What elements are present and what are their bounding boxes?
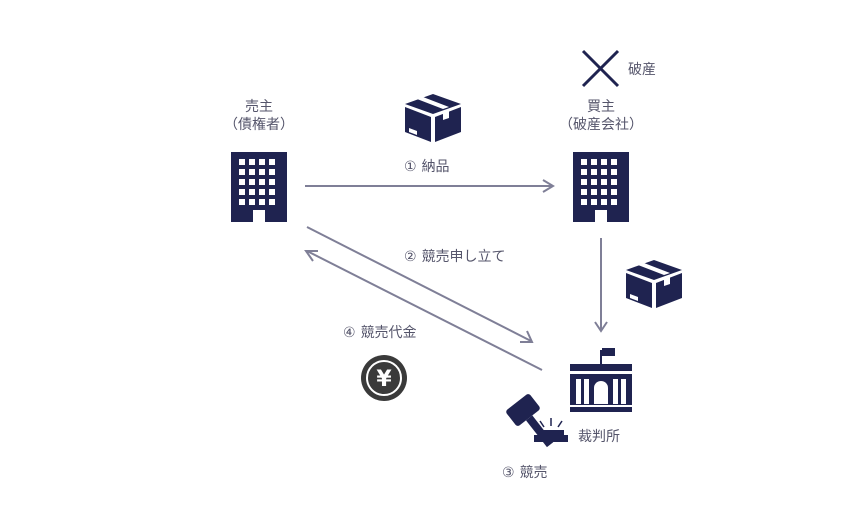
package-box-icon bbox=[405, 94, 461, 142]
buyer-role: （破産会社） bbox=[559, 117, 643, 133]
office-building-icon bbox=[231, 152, 287, 222]
gavel-icon bbox=[506, 394, 568, 448]
arrow-goods-to-court bbox=[594, 238, 608, 333]
step-3-number: ③ bbox=[502, 465, 515, 481]
arrow-delivery bbox=[305, 179, 555, 193]
step-2-number: ② bbox=[404, 249, 417, 265]
office-building-icon bbox=[573, 152, 629, 222]
package-box-icon bbox=[626, 260, 682, 308]
arrow-auction-petition bbox=[306, 226, 534, 343]
seller-label: 売主 （債権者） bbox=[210, 98, 308, 134]
bankruptcy-label: 破産 bbox=[628, 62, 656, 78]
step-4-number: ④ bbox=[343, 325, 356, 341]
buyer-label: 買主 （破産会社） bbox=[546, 98, 656, 134]
yen-coin-icon: ¥ bbox=[361, 355, 407, 401]
buyer-name: 買主 bbox=[587, 99, 615, 115]
cross-mark-icon bbox=[581, 49, 620, 88]
coin-symbol: ¥ bbox=[376, 367, 392, 392]
courthouse-icon bbox=[570, 348, 632, 412]
step-1-text: 納品 bbox=[421, 159, 450, 175]
step-2-text: 競売申し立て bbox=[421, 249, 506, 265]
step-3-text: 競売 bbox=[519, 465, 548, 481]
seller-role: （債権者） bbox=[224, 117, 294, 133]
seller-name: 売主 bbox=[245, 99, 273, 115]
step-1-number: ① bbox=[404, 159, 417, 175]
court-label: 裁判所 bbox=[578, 429, 620, 445]
arrow-auction-proceeds bbox=[304, 250, 543, 371]
step-4-text: 競売代金 bbox=[360, 325, 417, 341]
